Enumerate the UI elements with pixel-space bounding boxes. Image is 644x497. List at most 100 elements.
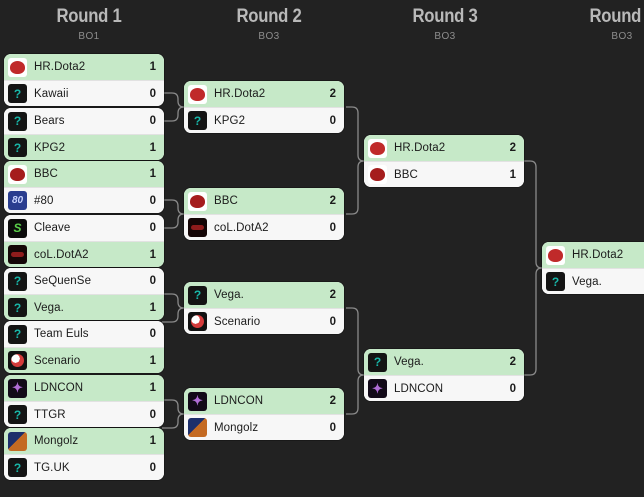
team-score: 1: [149, 61, 156, 73]
team-row[interactable]: ? TG.UK 0: [4, 454, 164, 480]
team-row[interactable]: ? Vega. 2: [184, 282, 344, 308]
team-row[interactable]: HR.Dota2 1: [4, 54, 164, 80]
team-name: LDNCON: [214, 395, 264, 407]
team-row[interactable]: S Cleave 0: [4, 215, 164, 241]
team-score: 0: [149, 461, 156, 474]
team-score: 1: [149, 168, 156, 180]
team-score: 1: [149, 301, 156, 314]
team-row[interactable]: ? Vega. 2: [364, 349, 524, 375]
team-name: #80: [34, 194, 54, 207]
team-name: Scenario: [34, 354, 81, 367]
match-card[interactable]: ? Vega. 2 ✦ LDNCON 0: [364, 349, 524, 401]
match-card[interactable]: ? Bears 0 ? KPG2 1: [4, 108, 164, 160]
team-score: 1: [149, 435, 156, 447]
team-row[interactable]: ✦ LDNCON 0: [364, 375, 524, 401]
mongolz-logo: [8, 431, 27, 451]
team-name: coL.DotA2: [34, 248, 89, 261]
unknown-team-logo: ?: [8, 458, 27, 477]
unknown-team-logo: ?: [8, 271, 27, 291]
unknown-team-logo: ?: [188, 285, 207, 305]
team-name: Cleave: [34, 222, 71, 234]
team-score: 2: [509, 356, 516, 368]
team-row[interactable]: Mongolz 0: [184, 414, 344, 440]
match-card[interactable]: HR.Dota2 1 ? Kawaii 0: [4, 54, 164, 106]
team-score: 1: [509, 168, 516, 181]
team-name: KPG2: [34, 141, 66, 154]
team-row[interactable]: Mongolz 1: [4, 428, 164, 454]
team-name: HR.Dota2: [34, 61, 86, 73]
80-logo: 80: [8, 191, 27, 210]
match-card[interactable]: ? Vega. 2 Scenario 0: [184, 282, 344, 334]
team-score: 0: [149, 222, 156, 234]
team-row[interactable]: ? KPG2 1: [4, 134, 164, 160]
team-name: coL.DotA2: [214, 221, 269, 234]
match-card[interactable]: ✦ LDNCON 2 Mongolz 0: [184, 388, 344, 440]
ldncon-logo: ✦: [8, 378, 27, 398]
team-row[interactable]: ? Vega. 0: [542, 268, 644, 294]
team-row[interactable]: ? TTGR 0: [4, 401, 164, 427]
team-score: 0: [329, 315, 336, 328]
match-card[interactable]: HR.Dota2 2 BBC 1: [364, 135, 524, 187]
team-row[interactable]: ✦ LDNCON 1: [4, 375, 164, 401]
team-name: BBC: [394, 168, 418, 181]
team-row[interactable]: ? Vega. 1: [4, 294, 164, 320]
team-row[interactable]: BBC 1: [4, 161, 164, 187]
scenario-logo: [188, 312, 207, 331]
match-card[interactable]: ? SeQuenSe 0 ? Vega. 1: [4, 268, 164, 320]
team-row[interactable]: ? Team Euls 0: [4, 321, 164, 347]
team-name: LDNCON: [394, 382, 444, 395]
team-name: BBC: [34, 168, 58, 180]
match-card[interactable]: ? Team Euls 0 Scenario 1: [4, 321, 164, 373]
team-row[interactable]: HR.Dota2 2: [542, 242, 644, 268]
team-row[interactable]: BBC 1: [364, 161, 524, 187]
team-row[interactable]: ? Kawaii 0: [4, 80, 164, 106]
team-row[interactable]: ? Bears 0: [4, 108, 164, 134]
team-score: 0: [149, 115, 156, 127]
team-row[interactable]: coL.DotA2 0: [184, 214, 344, 240]
team-score: 1: [149, 141, 156, 154]
match-card[interactable]: S Cleave 0 coL.DotA2 1: [4, 215, 164, 267]
unknown-team-logo: ?: [8, 324, 27, 344]
round-header-1: Round 1 BO1: [4, 6, 174, 44]
ldncon-logo: ✦: [368, 379, 387, 398]
team-score: 1: [149, 382, 156, 394]
team-row[interactable]: BBC 2: [184, 188, 344, 214]
team-name: Vega.: [214, 289, 244, 301]
team-row[interactable]: ✦ LDNCON 2: [184, 388, 344, 414]
team-row[interactable]: ? KPG2 0: [184, 107, 344, 133]
match-card[interactable]: HR.Dota2 2 ? Vega. 0: [542, 242, 644, 294]
bbc-logo: [8, 164, 27, 184]
match-card[interactable]: BBC 2 coL.DotA2 0: [184, 188, 344, 240]
team-name: TTGR: [34, 408, 66, 421]
unknown-team-logo: ?: [188, 111, 207, 130]
team-score: 0: [149, 194, 156, 207]
unknown-team-logo: ?: [546, 272, 565, 291]
team-row[interactable]: Scenario 0: [184, 308, 344, 334]
unknown-team-logo: ?: [8, 405, 27, 424]
hrdota2-logo: [8, 57, 27, 77]
team-name: HR.Dota2: [214, 88, 266, 100]
round-format: BO3: [258, 31, 280, 42]
match-card[interactable]: ✦ LDNCON 1 ? TTGR 0: [4, 375, 164, 427]
match-card[interactable]: BBC 1 80 #80 0: [4, 161, 164, 213]
team-row[interactable]: HR.Dota2 2: [184, 81, 344, 107]
team-score: 0: [149, 87, 156, 100]
hrdota2-logo: [188, 84, 207, 104]
scenario-logo: [8, 351, 27, 370]
match-card[interactable]: Mongolz 1 ? TG.UK 0: [4, 428, 164, 480]
team-name: Vega.: [572, 275, 602, 288]
match-card[interactable]: HR.Dota2 2 ? KPG2 0: [184, 81, 344, 133]
team-row[interactable]: ? SeQuenSe 0: [4, 268, 164, 294]
team-name: SeQuenSe: [34, 275, 92, 287]
unknown-team-logo: ?: [368, 352, 387, 372]
team-score: 1: [149, 248, 156, 261]
unknown-team-logo: ?: [8, 84, 27, 103]
team-row[interactable]: HR.Dota2 2: [364, 135, 524, 161]
team-name: Kawaii: [34, 87, 69, 100]
team-row[interactable]: 80 #80 0: [4, 187, 164, 213]
team-name: Bears: [34, 115, 65, 127]
team-row[interactable]: Scenario 1: [4, 347, 164, 373]
team-row[interactable]: coL.DotA2 1: [4, 241, 164, 267]
unknown-team-logo: ?: [8, 111, 27, 131]
